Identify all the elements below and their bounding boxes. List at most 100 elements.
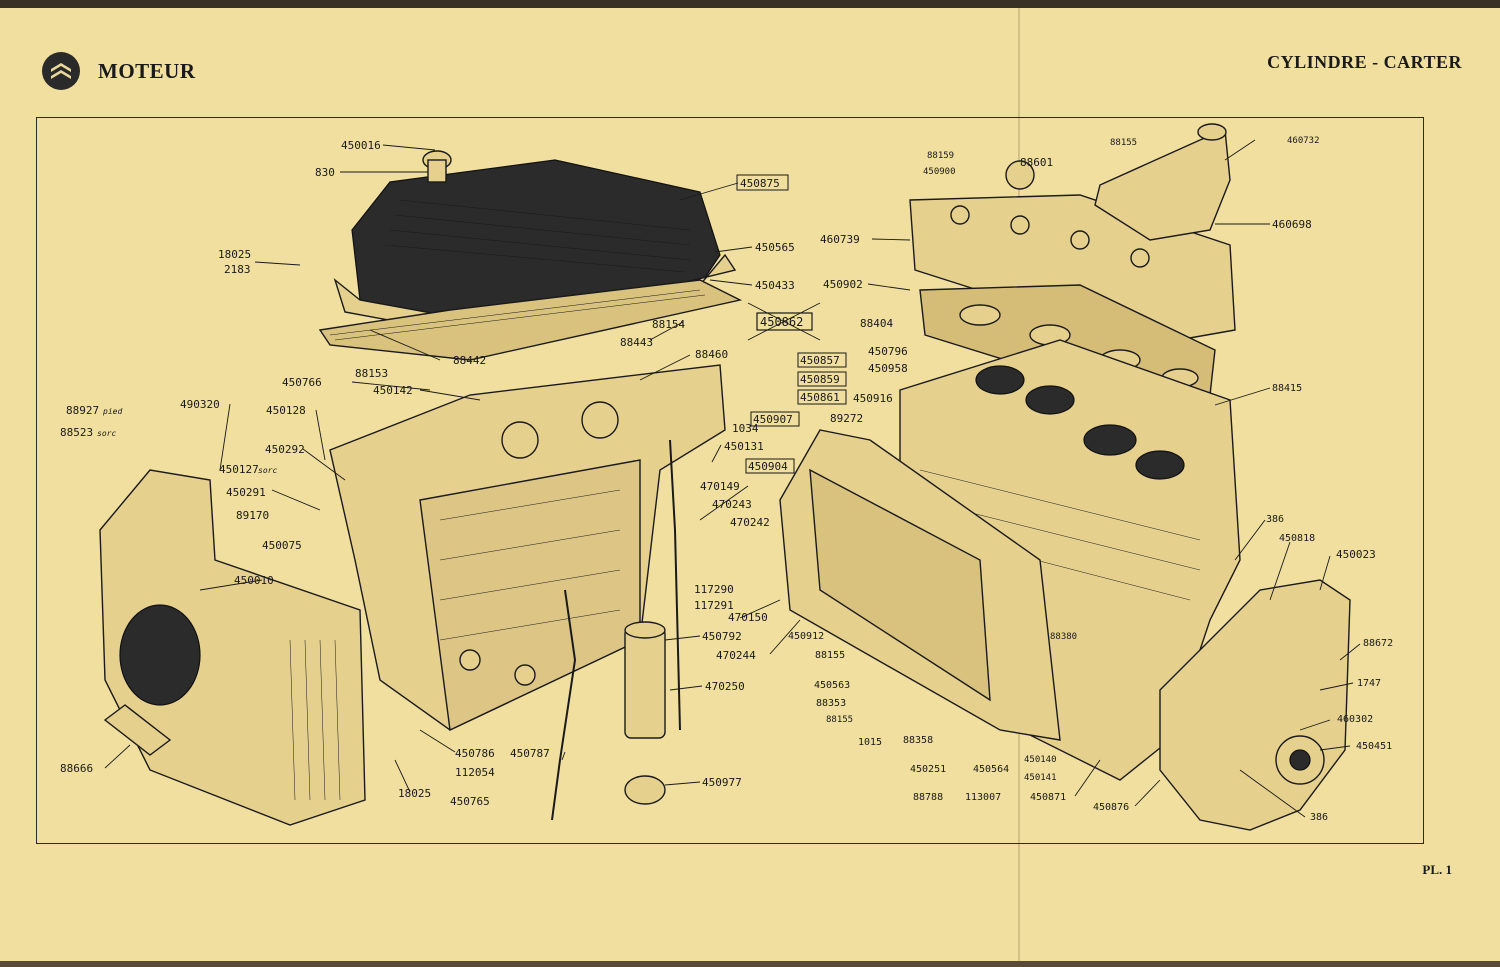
label-450818: 450818 <box>1279 533 1315 544</box>
label-1747: 1747 <box>1357 678 1381 689</box>
label-88788: 88788 <box>913 792 943 803</box>
label-pied: pied <box>102 407 122 416</box>
label-117291: 117291 <box>694 599 734 612</box>
label-88666: 88666 <box>60 762 93 775</box>
label-1015: 1015 <box>858 737 882 748</box>
label-88443: 88443 <box>620 336 653 349</box>
label-450131: 450131 <box>724 440 764 453</box>
label-88155-c: 88155 <box>815 650 845 661</box>
label-88927: 88927 <box>66 404 99 417</box>
label-386-a: 386 <box>1266 514 1284 525</box>
label-450902: 450902 <box>823 278 863 291</box>
label-450563: 450563 <box>814 680 850 691</box>
label-450912: 450912 <box>788 631 824 642</box>
label-450565: 450565 <box>755 241 795 254</box>
label-88601: 88601 <box>1020 156 1053 169</box>
label-386-b: 386 <box>1310 812 1328 823</box>
label-450876: 450876 <box>1093 802 1129 813</box>
label-450875: 450875 <box>740 177 780 190</box>
label-88159: 88159 <box>927 151 954 161</box>
bell-housing <box>99 469 366 826</box>
label-470243: 470243 <box>712 498 752 511</box>
label-450766: 450766 <box>282 376 322 389</box>
label-450128: 450128 <box>266 404 306 417</box>
label-88442: 88442 <box>453 354 486 367</box>
label-470242: 470242 <box>730 516 770 529</box>
label-88523: 88523 <box>60 426 93 439</box>
label-450796: 450796 <box>868 345 908 358</box>
label-sorc-a: sorc <box>97 429 116 438</box>
timing-cover <box>1159 579 1351 831</box>
label-450916: 450916 <box>853 392 893 405</box>
diagram-frame <box>36 117 1424 844</box>
label-450904: 450904 <box>748 460 788 473</box>
label-112054: 112054 <box>455 766 495 779</box>
label-450871: 450871 <box>1030 792 1066 803</box>
label-470250: 470250 <box>705 680 745 693</box>
leader-lines <box>104 139 1361 818</box>
label-89170: 89170 <box>236 509 269 522</box>
label-470244: 470244 <box>716 649 756 662</box>
label-113007: 113007 <box>965 792 1001 803</box>
side-cover-manifold <box>779 429 1061 741</box>
label-450861: 450861 <box>800 391 840 404</box>
oil-filter <box>624 621 666 805</box>
engine-block <box>329 364 726 732</box>
label-450010: 450010 <box>234 574 274 587</box>
subsection-title: CYLINDRE - CARTER <box>1267 52 1462 72</box>
label-450958: 450958 <box>868 362 908 375</box>
label-88353: 88353 <box>816 698 846 709</box>
label-450859: 450859 <box>800 373 840 386</box>
label-450564: 450564 <box>973 764 1009 775</box>
label-1034: 1034 <box>732 422 759 435</box>
label-89272: 89272 <box>830 412 863 425</box>
label-450900: 450900 <box>923 167 956 177</box>
label-450023: 450023 <box>1336 548 1376 561</box>
label-88415: 88415 <box>1272 383 1302 394</box>
rocker-gasket <box>318 279 743 361</box>
label-88155-a: 88155 <box>1110 138 1137 148</box>
label-470149: 470149 <box>700 480 740 493</box>
label-830: 830 <box>315 166 335 179</box>
label-450142: 450142 <box>373 384 413 397</box>
label-88154: 88154 <box>652 318 685 331</box>
label-450140: 450140 <box>1024 755 1057 765</box>
label-450792: 450792 <box>702 630 742 643</box>
label-88380: 88380 <box>1050 632 1077 642</box>
label-450907: 450907 <box>753 413 793 426</box>
label-460302: 460302 <box>1337 714 1373 725</box>
label-450857: 450857 <box>800 354 840 367</box>
label-450977: 450977 <box>702 776 742 789</box>
label-460732: 460732 <box>1287 136 1320 146</box>
label-450862: 450862 <box>760 315 803 329</box>
label-88672: 88672 <box>1363 638 1393 649</box>
label-2183: 2183 <box>224 263 251 276</box>
bracket <box>103 704 172 756</box>
label-450787: 450787 <box>510 747 550 760</box>
header-left: MOTEUR <box>42 52 196 90</box>
label-450433: 450433 <box>755 279 795 292</box>
section-title: MOTEUR <box>98 58 196 83</box>
plate-number: PL. 1 <box>1422 862 1452 877</box>
label-18025-a: 18025 <box>218 248 251 261</box>
citroen-chevron-icon <box>42 52 80 90</box>
label-450291: 450291 <box>226 486 266 499</box>
label-450786: 450786 <box>455 747 495 760</box>
label-450451: 450451 <box>1356 741 1392 752</box>
label-88358: 88358 <box>903 735 933 746</box>
label-460698: 460698 <box>1272 218 1312 231</box>
label-18025-b: 18025 <box>398 787 431 800</box>
label-470150: 470150 <box>728 611 768 624</box>
label-450016: 450016 <box>341 139 381 152</box>
label-460739: 460739 <box>820 233 860 246</box>
label-450251: 450251 <box>910 764 946 775</box>
label-450127: 450127 <box>219 463 259 476</box>
label-450292: 450292 <box>265 443 305 456</box>
label-88404: 88404 <box>860 317 893 330</box>
label-88153: 88153 <box>355 367 388 380</box>
part-labels: 450016 830 450875 18025 2183 450565 4504… <box>60 136 1393 823</box>
label-88460: 88460 <box>695 348 728 361</box>
water-outlet <box>1094 123 1231 241</box>
